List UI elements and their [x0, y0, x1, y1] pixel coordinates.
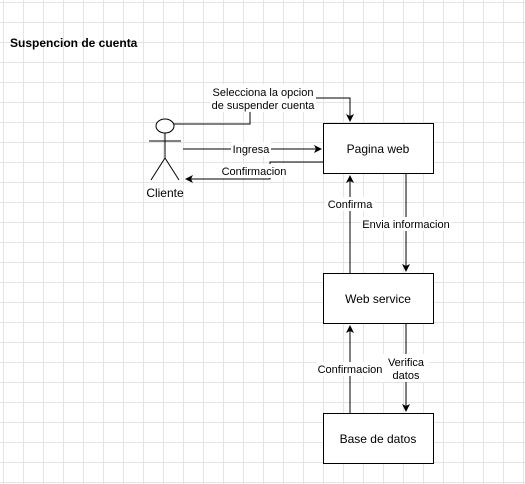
diagram-title: Suspencion de cuenta	[10, 36, 138, 50]
node-base-de-datos[interactable]: Base de datos	[323, 413, 434, 464]
edge-label: Selecciona la opcion	[213, 87, 314, 99]
edge-confirmacion-db[interactable]: Confirmacion	[316, 325, 384, 413]
edge-label: Confirmacion	[222, 166, 287, 178]
node-label: Pagina web	[347, 142, 410, 156]
node-pagina-web[interactable]: Pagina web	[323, 123, 434, 174]
edge-label: Envia informacion	[362, 219, 449, 231]
edge-confirma[interactable]: Confirma	[325, 175, 375, 273]
node-label: Web service	[345, 292, 411, 306]
edge-selecciona-opcion[interactable]: Selecciona la opcion de suspender cuenta	[174, 84, 354, 125]
actor-cliente[interactable]: Cliente	[146, 118, 184, 200]
edge-label: Verifica	[388, 357, 425, 369]
edge-label: Ingresa	[233, 144, 271, 156]
edge-ingresa[interactable]: Ingresa	[183, 142, 322, 156]
edge-label: Confirmacion	[318, 364, 383, 376]
node-label: Base de datos	[340, 432, 417, 446]
actor-label: Cliente	[146, 186, 184, 200]
stick-figure-icon	[149, 118, 181, 181]
edge-envia-informacion[interactable]: Envia informacion	[361, 174, 451, 272]
edge-verifica-datos[interactable]: Verifica datos	[383, 324, 429, 412]
edge-confirmacion-cliente[interactable]: Confirmacion	[185, 161, 323, 183]
edge-label: Confirma	[328, 199, 374, 211]
edge-label: de suspender cuenta	[212, 100, 316, 112]
edge-label: datos	[393, 370, 420, 382]
node-web-service[interactable]: Web service	[323, 273, 434, 324]
